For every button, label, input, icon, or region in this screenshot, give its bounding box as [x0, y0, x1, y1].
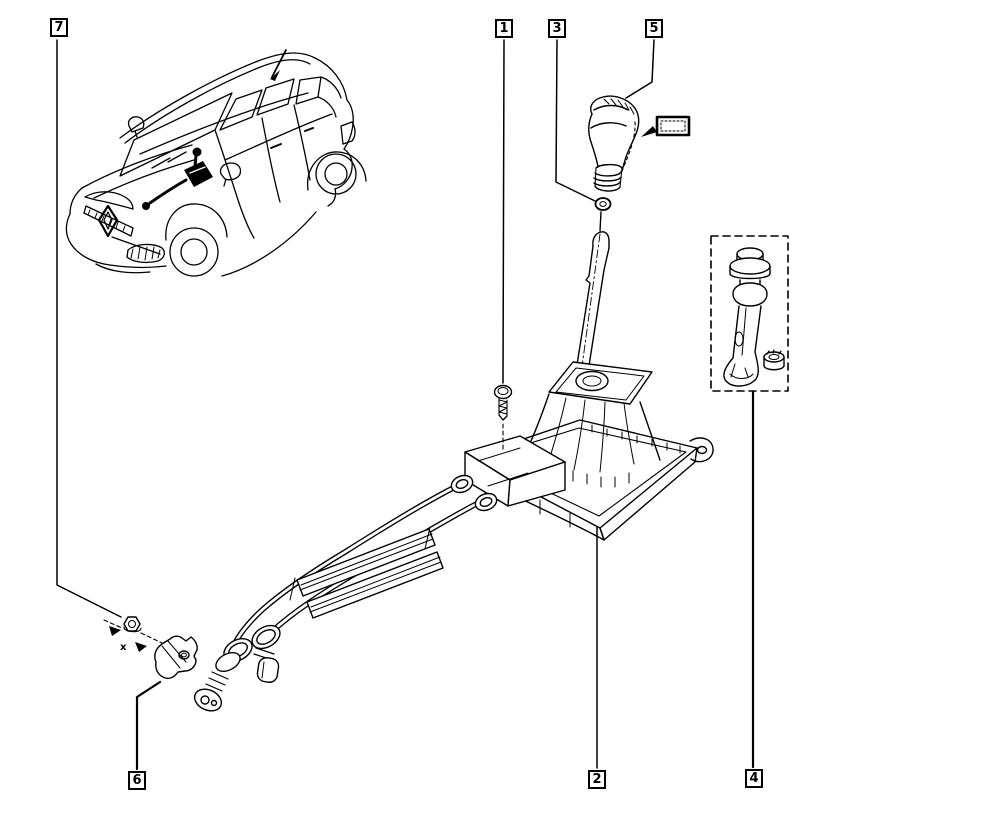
- callout-1[interactable]: 1: [495, 19, 513, 38]
- callout-7-label: 7: [54, 20, 64, 35]
- selector-housing: [464, 361, 714, 541]
- lever-base-kit: [710, 235, 789, 392]
- gear-lever-location-marker: [142, 147, 213, 210]
- knob-top-hatching: [603, 98, 635, 115]
- antenna-base: [270, 70, 280, 81]
- cable-grommets: [450, 474, 498, 512]
- callout-4-label: 4: [749, 771, 759, 786]
- cable-sleeve: [289, 526, 444, 619]
- grille: [83, 205, 134, 237]
- callout-6[interactable]: 6: [128, 771, 146, 790]
- callout-2-label: 2: [592, 772, 602, 787]
- kit-dashed-box: [710, 235, 789, 392]
- callout-2[interactable]: 2: [588, 770, 606, 789]
- callout-7[interactable]: 7: [50, 18, 68, 37]
- rim-ticks: [591, 424, 681, 454]
- vehicle-illustration: [65, 49, 367, 277]
- mounting-screw: [493, 384, 513, 453]
- callout-6-label: 6: [132, 773, 142, 788]
- cable-bracket: [154, 635, 198, 680]
- callout-4[interactable]: 4: [745, 769, 763, 788]
- knob-label-sticker: [641, 115, 691, 137]
- nut-hex: [123, 616, 141, 632]
- gear-cables: [193, 474, 498, 712]
- callout-3[interactable]: 3: [548, 19, 566, 38]
- mounting-nut: x: [103, 616, 163, 653]
- front-wheel: [169, 227, 219, 277]
- door-handle: [270, 143, 282, 149]
- antenna-line: [271, 49, 287, 78]
- cable-end-fitting-1: [193, 638, 253, 712]
- rear-wheel: [315, 153, 357, 195]
- leader-line-5: [625, 39, 655, 99]
- leader-line-3: [555, 39, 596, 202]
- callout-5[interactable]: 5: [645, 19, 663, 38]
- side-mirror: [127, 116, 145, 138]
- mounting-ear: [689, 437, 714, 463]
- leader-line-7: [56, 39, 122, 618]
- cable-2-outline: [262, 500, 481, 645]
- rod-centerline: [580, 233, 601, 375]
- lever-base-tube: [723, 247, 771, 387]
- leader-line-6: [135, 680, 162, 771]
- cable-2-core: [263, 501, 480, 644]
- o-ring: [594, 197, 612, 211]
- fog-lamp-grille: [126, 243, 165, 264]
- lever-rod: [575, 211, 610, 375]
- callout-5-label: 5: [649, 21, 659, 36]
- door-handle: [304, 127, 314, 132]
- callout-leader-lines: [56, 39, 755, 771]
- cable-1-core: [231, 485, 457, 649]
- cross-reference-marker: x: [120, 642, 127, 653]
- boot-contours: [546, 397, 635, 473]
- direction-arrow: [109, 626, 121, 636]
- gear-knob: [588, 95, 640, 192]
- leader-line-1: [502, 39, 505, 384]
- side-mirror: [219, 162, 242, 187]
- direction-arrow: [135, 642, 147, 652]
- renault-diamond-logo: [97, 204, 119, 238]
- cable-end-fitting-2: [251, 624, 281, 683]
- nut-axis-dashes: [103, 619, 163, 644]
- bellows-ribs: [202, 671, 229, 698]
- wiper-lines: [151, 151, 187, 169]
- sticker-arrow: [641, 126, 657, 137]
- headlight: [84, 191, 134, 210]
- callout-1-label: 1: [499, 21, 509, 36]
- retaining-clip: [763, 349, 785, 371]
- callout-3-label: 3: [552, 21, 562, 36]
